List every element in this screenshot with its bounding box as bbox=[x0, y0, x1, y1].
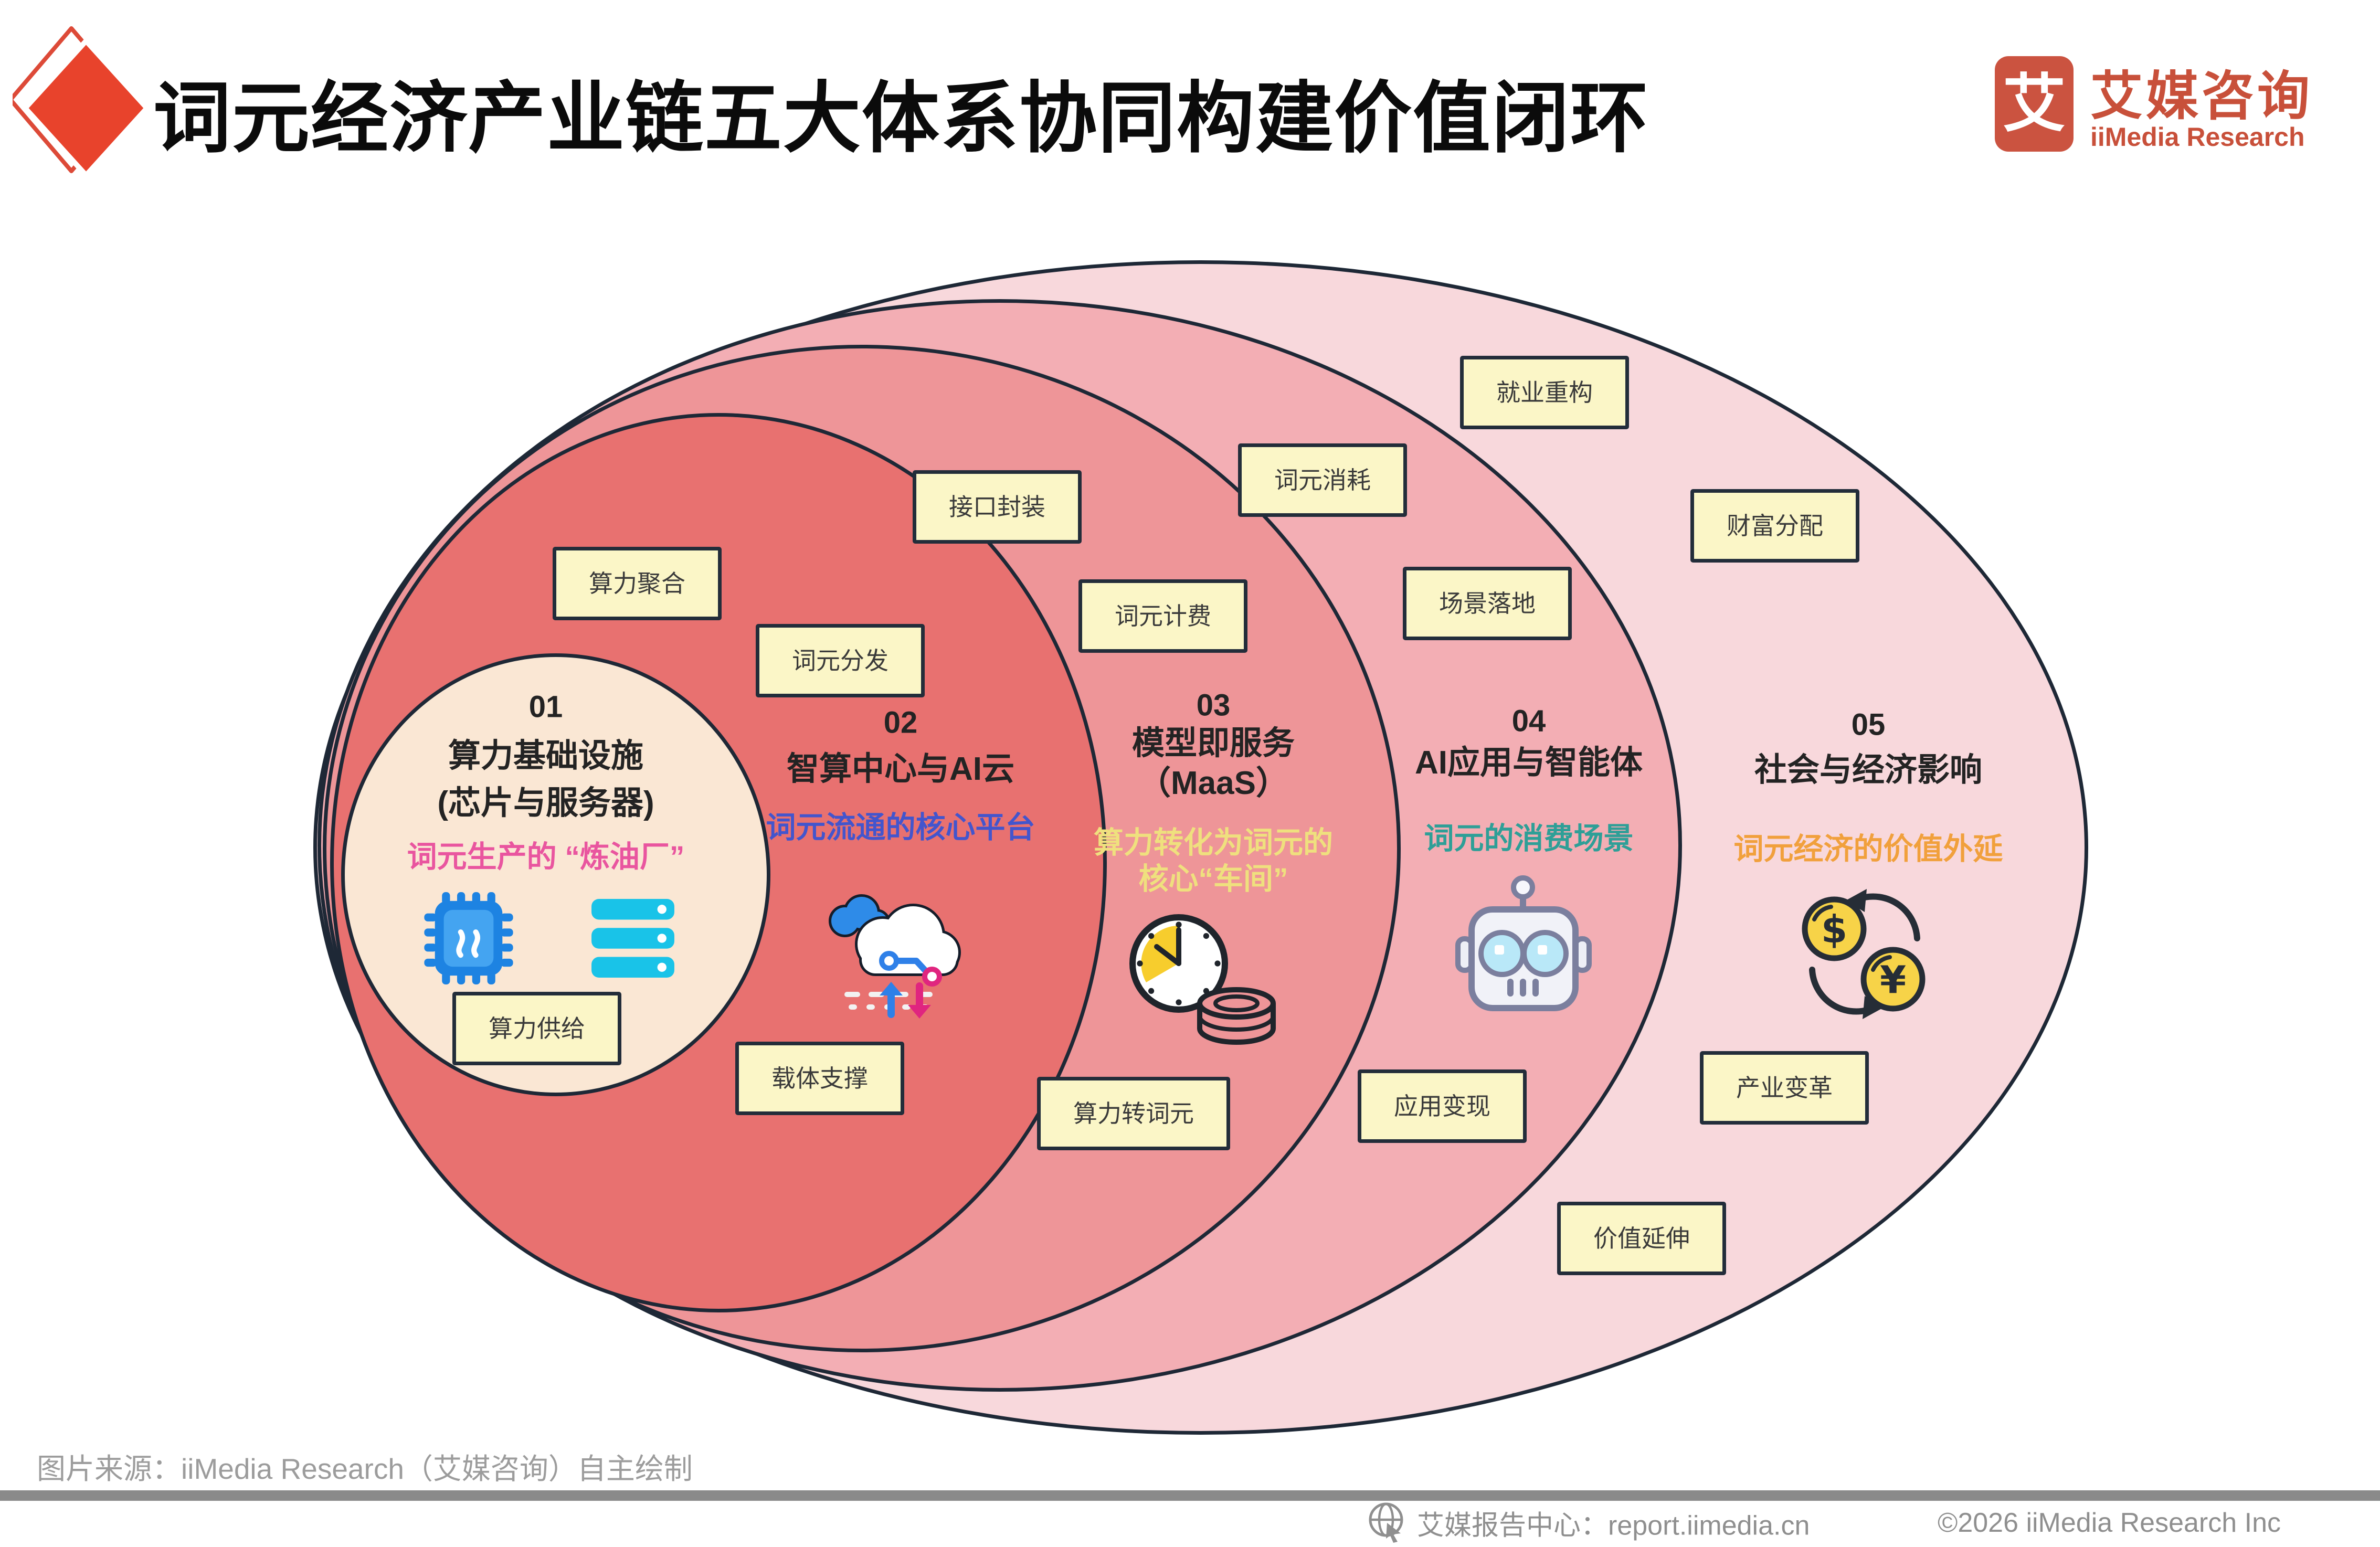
tag-employment-restructuring: 就业重构 bbox=[1460, 356, 1629, 429]
robot-icon bbox=[1455, 875, 1592, 1011]
tag-wealth-distribution: 财富分配 bbox=[1690, 489, 1859, 563]
zone-02-title: 智算中心与AI云 bbox=[786, 751, 1015, 787]
diamond-icon bbox=[13, 26, 149, 178]
zone-01-subtitle: 词元生产的 “炼油厂” bbox=[407, 840, 685, 874]
zone-02-number: 02 bbox=[883, 705, 918, 740]
zone-03-subtitle-2: 核心“车间” bbox=[1138, 862, 1288, 896]
zone-01-number: 01 bbox=[528, 690, 563, 724]
svg-text:¥: ¥ bbox=[1880, 958, 1906, 1002]
zone-01-title: 算力基础设施 bbox=[448, 738, 644, 774]
zone-01-title2: (芯片与服务器) bbox=[437, 785, 654, 821]
tag-compute-supply: 算力供给 bbox=[452, 992, 621, 1065]
cloud-compute-icon bbox=[829, 894, 961, 1019]
zone-03-title: 模型即服务 bbox=[1131, 725, 1295, 761]
clock-coins-icon bbox=[1129, 914, 1276, 1045]
zone-02-subtitle: 词元流通的核心平台 bbox=[766, 811, 1035, 844]
logo-name-en: iiMedia Research bbox=[2090, 122, 2305, 152]
zone-04-subtitle: 词元的消费场景 bbox=[1424, 822, 1634, 855]
zone-05-number: 05 bbox=[1851, 707, 1886, 742]
tag-industry-transformation: 产业变革 bbox=[1700, 1051, 1869, 1125]
tag-compute-aggregation: 算力聚合 bbox=[553, 547, 722, 620]
iimedia-logo: 艾 bbox=[1995, 56, 2074, 152]
zone-03-number: 03 bbox=[1196, 688, 1231, 723]
tag-token-billing: 词元计费 bbox=[1078, 579, 1247, 653]
report-center-link: 艾媒报告中心：report.iimedia.cn bbox=[1417, 1510, 1810, 1541]
zone-04-title: AI应用与智能体 bbox=[1414, 745, 1643, 781]
zone-04-number: 04 bbox=[1511, 704, 1546, 738]
image-source-note: 图片来源：iiMedia Research（艾媒咨询）自主绘制 bbox=[37, 1453, 693, 1485]
tag-carrier-support: 载体支撑 bbox=[735, 1042, 904, 1115]
svg-text:$: $ bbox=[1821, 907, 1847, 951]
zone-05-subtitle: 词元经济的价值外延 bbox=[1733, 832, 2003, 866]
tag-api-packaging: 接口封装 bbox=[913, 470, 1082, 544]
chip-icon bbox=[424, 892, 513, 984]
copyright-text: ©2026 iiMedia Research Inc bbox=[1938, 1508, 2281, 1538]
currency-exchange-icon: $ ¥ bbox=[1802, 889, 1926, 1019]
logo-name-cn: 艾媒咨询 bbox=[2090, 67, 2313, 126]
footer-divider bbox=[0, 1490, 2380, 1501]
zone-05-title: 社会与经济影响 bbox=[1754, 752, 1983, 788]
tag-value-extension: 价值延伸 bbox=[1557, 1202, 1726, 1275]
tag-compute-to-token: 算力转词元 bbox=[1037, 1077, 1230, 1150]
tag-scenario-landing: 场景落地 bbox=[1403, 567, 1572, 640]
page-title: 词元经济产业链五大体系协同构建价值闭环 bbox=[153, 75, 1649, 162]
tag-token-consumption: 词元消耗 bbox=[1238, 443, 1407, 517]
zone-03-title2: （MaaS） bbox=[1138, 765, 1288, 801]
globe-cursor-icon bbox=[1369, 1502, 1403, 1543]
zone-03-subtitle-1: 算力转化为词元的 bbox=[1094, 826, 1333, 860]
tag-app-monetization: 应用变现 bbox=[1358, 1069, 1527, 1143]
tag-token-distribution: 词元分发 bbox=[756, 624, 925, 697]
server-icon bbox=[591, 899, 674, 978]
logo-glyph: 艾 bbox=[2003, 69, 2066, 139]
